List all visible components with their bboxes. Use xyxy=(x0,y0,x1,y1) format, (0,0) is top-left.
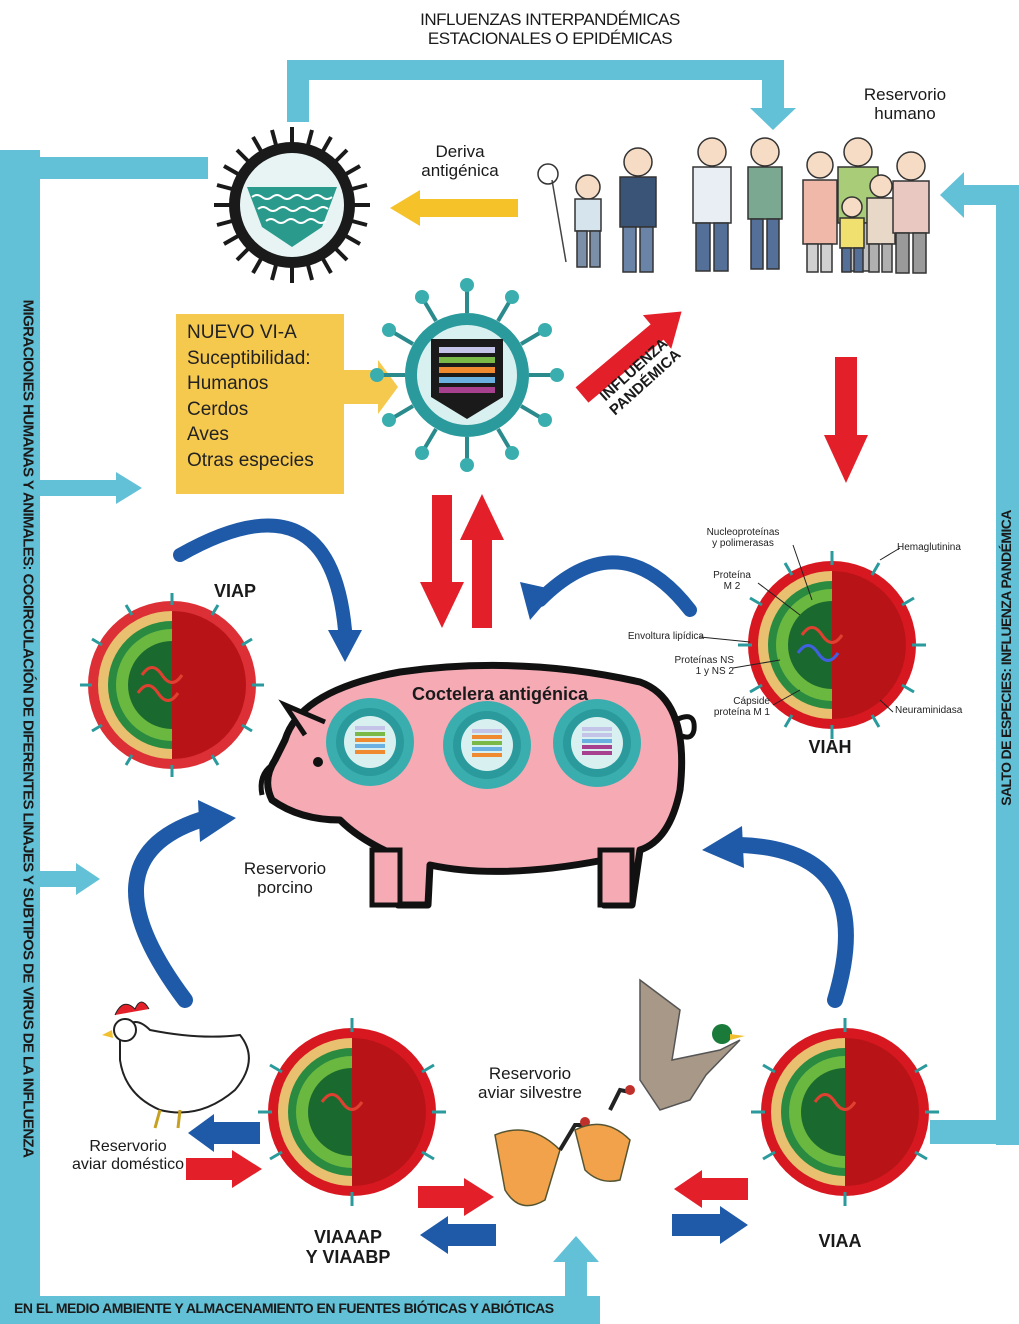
wild-avian-line-1: Reservorio xyxy=(455,1065,605,1084)
bottom-up-arrowhead xyxy=(553,1236,599,1262)
seasonal-line-1: INFLUENZAS INTERPANDÉMICAS xyxy=(370,11,730,30)
red-arrow-human-down xyxy=(824,357,868,483)
human-reservoir-label: Reservorio humano xyxy=(850,86,960,123)
drift-line-1: Deriva xyxy=(400,143,520,162)
virus-viap xyxy=(80,593,264,777)
newvirus-arrow xyxy=(340,360,398,414)
duck-flying xyxy=(640,980,745,1110)
virus-new xyxy=(370,278,564,472)
m2-line-2: M 2 xyxy=(702,582,762,593)
swine-reservoir-label: Reservorio porcino xyxy=(225,860,345,897)
ns-line-2: 1 y NS 2 xyxy=(654,667,734,678)
human-figure xyxy=(693,138,731,271)
viaaap-line-2: Y VIAABP xyxy=(288,1248,408,1268)
susceptibility-humans: Humanos xyxy=(176,371,344,397)
nucleoprotein-line-2: y polimerasas xyxy=(688,539,798,550)
capsid-label: Cápside proteína M 1 xyxy=(680,697,770,718)
susceptibility-other: Otras especies xyxy=(176,448,344,474)
blue-arrow-left-chicken xyxy=(188,1114,260,1152)
wild-avian-line-2: aviar silvestre xyxy=(455,1084,605,1103)
virus-viaaap xyxy=(258,1018,446,1206)
viaaap-label: VIAAAP Y VIAABP xyxy=(288,1228,408,1268)
neuraminidase-label: Neuraminidasa xyxy=(895,706,990,717)
pig-virus-3 xyxy=(553,699,641,787)
ns-line-1: Proteínas NS xyxy=(654,656,734,667)
susceptibility-label: Suceptibilidad: xyxy=(176,346,344,372)
virus-seasonal xyxy=(214,127,370,283)
left-arrow-2-head xyxy=(76,863,100,895)
lipid-envelope-label: Envoltura lipídica xyxy=(614,632,704,643)
ns-proteins-label: Proteínas NS 1 y NS 2 xyxy=(654,656,734,677)
bottom-exchange-arrows xyxy=(186,1114,748,1254)
left-arrow-2-shaft xyxy=(38,871,78,887)
top-bracket-arrowhead xyxy=(750,108,796,130)
viap-label: VIAP xyxy=(200,582,270,602)
domestic-avian-line-2: aviar doméstico xyxy=(58,1156,198,1174)
swine-reservoir-line-1: Reservorio xyxy=(225,860,345,879)
drift-line-2: antigénica xyxy=(400,162,520,181)
susceptibility-pigs: Cerdos xyxy=(176,397,344,423)
top-bracket-right xyxy=(762,60,784,110)
right-bottom-connector xyxy=(930,1120,1019,1144)
susceptibility-birds: Aves xyxy=(176,422,344,448)
right-top-connector xyxy=(962,185,1019,205)
blue-arrow-right-viaa xyxy=(672,1206,748,1244)
human-figure xyxy=(893,152,929,273)
red-arrow-left-viaa xyxy=(674,1170,748,1208)
domestic-avian-reservoir-label: Reservorio aviar doméstico xyxy=(58,1138,198,1173)
blue-arrow-avian-to-pig xyxy=(136,820,200,1000)
human-reservoir-line-1: Reservorio xyxy=(850,86,960,105)
antigenic-drift-label: Deriva antigénica xyxy=(400,143,520,180)
seasonal-influenza-label: INFLUENZAS INTERPANDÉMICAS ESTACIONALES … xyxy=(370,11,730,48)
human-reservoir-figures xyxy=(538,138,929,273)
pig-virus-2 xyxy=(443,701,531,789)
drift-arrow xyxy=(390,190,518,226)
chicken xyxy=(102,1002,249,1128)
human-figure xyxy=(620,148,656,272)
seasonal-line-2: ESTACIONALES O EPIDÉMICAS xyxy=(370,30,730,49)
left-arrow-1-shaft xyxy=(38,480,118,496)
red-arrows-center xyxy=(420,494,504,628)
m2-protein-label: Proteína M 2 xyxy=(702,571,762,592)
wild-avian-reservoir-label: Reservorio aviar silvestre xyxy=(455,1065,605,1102)
blue-arrow-left-ducks xyxy=(420,1216,496,1254)
new-virus-title: NUEVO VI-A xyxy=(176,314,344,346)
left-arrow-1-head xyxy=(116,472,142,504)
virus-viaa xyxy=(751,1018,939,1206)
human-figure xyxy=(748,138,782,269)
blue-arrow-viah-to-pig xyxy=(540,562,690,610)
human-figure xyxy=(867,175,895,272)
new-virus-box: NUEVO VI-A Suceptibilidad: Humanos Cerdo… xyxy=(176,314,344,494)
top-bracket-bar xyxy=(287,60,784,80)
human-figure xyxy=(803,152,837,272)
left-to-virus-bar xyxy=(38,157,208,179)
hemagglutinin-label: Hemaglutinina xyxy=(897,543,992,554)
human-figure xyxy=(538,164,601,267)
viaaap-line-1: VIAAAP xyxy=(288,1228,408,1248)
nucleoprotein-label: Nucleoproteínas y polimerasas xyxy=(688,528,798,549)
environment-label: EN EL MEDIO AMBIENTE Y ALMACENAMIENTO EN… xyxy=(14,1301,594,1316)
capsid-line-2: proteína M 1 xyxy=(680,708,770,719)
human-reservoir-line-2: humano xyxy=(850,105,960,124)
nucleoprotein-line-1: Nucleoproteínas xyxy=(688,528,798,539)
right-arrowhead xyxy=(940,172,964,218)
domestic-avian-line-1: Reservorio xyxy=(58,1138,198,1156)
mixing-vessel-label: Coctelera antigénica xyxy=(380,685,620,705)
viaa-label: VIAA xyxy=(800,1232,880,1252)
viah-label: VIAH xyxy=(795,738,865,758)
blue-arrow-viaa-to-pig xyxy=(740,845,846,1000)
m2-line-1: Proteína xyxy=(702,571,762,582)
migrations-label: MIGRACIONES HUMANAS Y ANIMALES: COCIRCUL… xyxy=(20,169,37,1289)
pig-virus-1 xyxy=(326,698,414,786)
swine-reservoir-line-2: porcino xyxy=(225,879,345,898)
species-jump-label: SALTO DE ESPECIES: INFLUENZA PANDÉMICA xyxy=(998,478,1014,838)
capsid-line-1: Cápside xyxy=(680,697,770,708)
red-arrow-right-ducks xyxy=(418,1178,494,1216)
